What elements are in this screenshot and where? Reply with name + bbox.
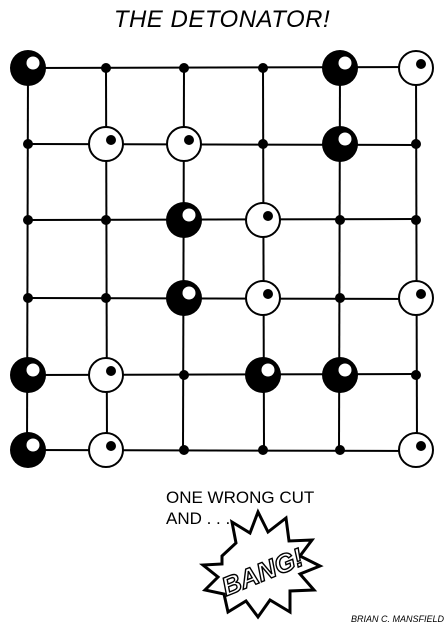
black-stone[interactable] [166,202,202,238]
grid-node[interactable] [258,63,268,73]
grid-node[interactable] [23,215,33,225]
grid-node[interactable] [411,370,421,380]
grid-node[interactable] [101,63,111,73]
white-stone[interactable] [89,127,123,161]
grid-node[interactable] [23,139,33,149]
grid-node[interactable] [411,215,421,225]
stone-pupil [184,135,194,145]
stone-highlight [27,364,40,377]
caption-line-2: AND . . . [166,508,314,529]
stone-pupil [263,211,273,221]
white-stone[interactable] [167,127,201,161]
black-stone[interactable] [322,126,358,162]
grid-node[interactable] [179,63,189,73]
black-stone[interactable] [10,50,46,86]
black-stone[interactable] [322,50,358,86]
stone-pupil [416,289,426,299]
white-stone[interactable] [399,51,433,85]
stone-highlight [183,287,196,300]
stone-pupil [416,59,426,69]
white-stone[interactable] [399,281,433,315]
white-stone[interactable] [246,203,280,237]
black-stone[interactable] [322,357,358,393]
grid-node[interactable] [101,215,111,225]
grid-lines [27,67,417,451]
black-stone[interactable] [10,432,46,468]
grid-node[interactable] [179,370,189,380]
grid-node[interactable] [258,445,268,455]
stone-highlight [339,57,352,70]
stone-highlight [27,57,40,70]
grid-node[interactable] [258,139,268,149]
grid-line-vertical [183,68,184,450]
stone-highlight [183,209,196,222]
stone-highlight [27,439,40,452]
grid-line-horizontal [28,219,416,220]
grid-node[interactable] [335,445,345,455]
white-stone[interactable] [399,433,433,467]
caption-line-1: ONE WRONG CUT [166,487,314,508]
grid-node[interactable] [179,445,189,455]
grid-node[interactable] [335,215,345,225]
white-stone[interactable] [246,281,280,315]
black-stone[interactable] [10,357,46,393]
artist-credit: BRIAN C. MANSFIELD [351,614,444,624]
caption: ONE WRONG CUT AND . . . [166,487,314,529]
grid-line-horizontal [28,298,416,299]
black-stone[interactable] [245,357,281,393]
stones [10,50,433,468]
grid-node[interactable] [335,293,345,303]
grid-line-horizontal [28,450,416,451]
stone-pupil [106,135,116,145]
stone-pupil [416,441,426,451]
stone-pupil [106,441,116,451]
grid-line-vertical [416,68,417,450]
stone-highlight [262,364,275,377]
grid-node[interactable] [411,139,421,149]
grid-node[interactable] [101,293,111,303]
white-stone[interactable] [89,358,123,392]
white-stone[interactable] [89,433,123,467]
stone-highlight [339,133,352,146]
stone-pupil [106,366,116,376]
stone-highlight [339,364,352,377]
grid-nodes [23,63,421,455]
black-stone[interactable] [166,280,202,316]
grid-node[interactable] [23,293,33,303]
stone-pupil [263,289,273,299]
